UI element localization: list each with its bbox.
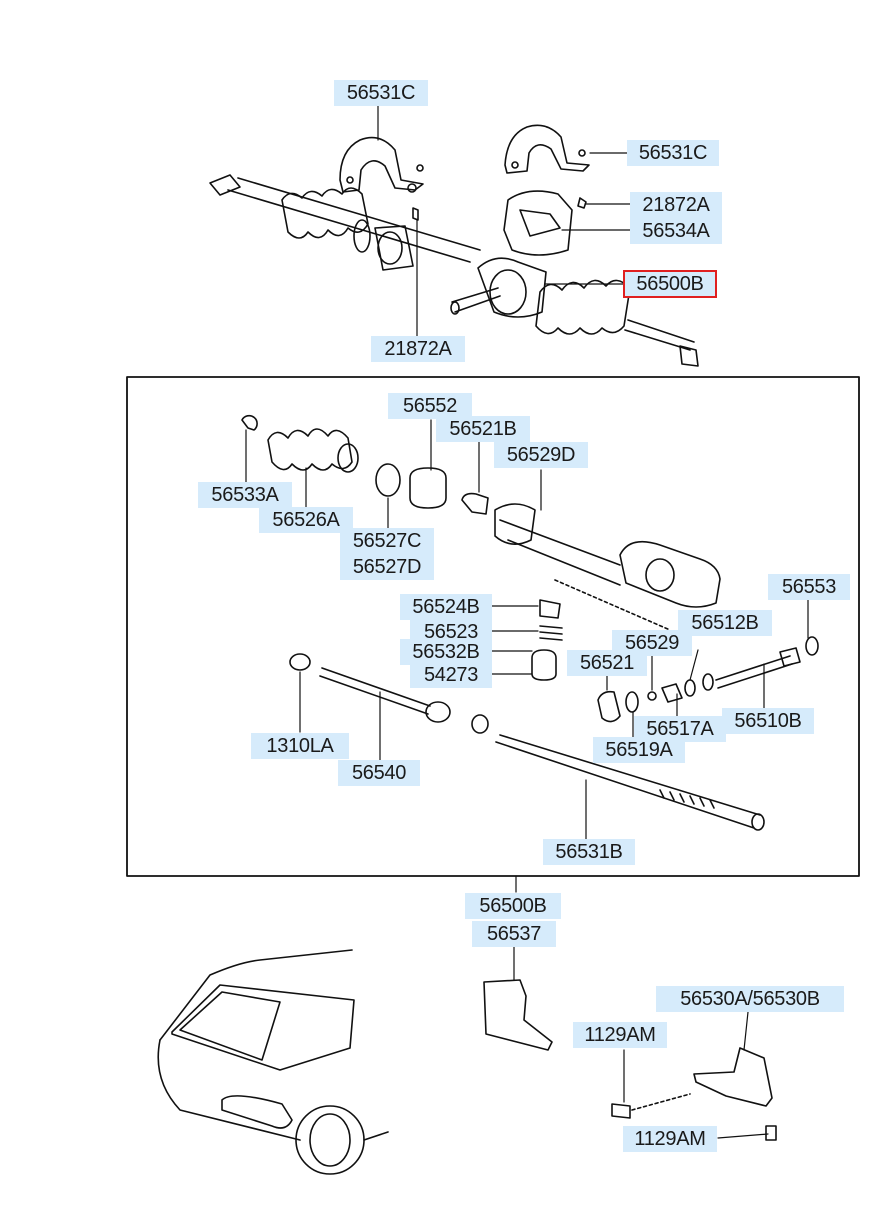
part-label-54273[interactable]: 54273 [410, 662, 492, 688]
vehicle-outline [157, 949, 389, 1175]
top-rack-assembly [209, 105, 699, 367]
part-label-1310la[interactable]: 1310LA [251, 733, 349, 759]
part-label-56521b[interactable]: 56521B [436, 416, 530, 442]
part-label-1129am-bottom[interactable]: 1129AM [623, 1126, 717, 1152]
part-label-56540[interactable]: 56540 [338, 760, 420, 786]
part-label-56510b[interactable]: 56510B [722, 708, 814, 734]
part-label-56521[interactable]: 56521 [567, 650, 647, 676]
bottom-section [157, 875, 777, 1175]
part-label-56532b[interactable]: 56532B [400, 639, 492, 665]
part-label-56512b[interactable]: 56512B [678, 610, 772, 636]
part-label-21872a-bottom[interactable]: 21872A [371, 336, 465, 362]
part-label-56519a[interactable]: 56519A [593, 737, 685, 763]
part-label-56500b-top[interactable]: 56500B [623, 270, 717, 298]
part-label-56533a[interactable]: 56533A [198, 482, 292, 508]
part-label-56530a-56530b[interactable]: 56530A/56530B [656, 986, 844, 1012]
dust-cover [483, 979, 553, 1051]
part-label-56524b[interactable]: 56524B [400, 594, 492, 620]
right-mount-clamp [504, 124, 590, 174]
part-label-56531c-top[interactable]: 56531C [334, 80, 428, 106]
exploded-detail-frame [126, 376, 860, 877]
gear-housing [450, 257, 547, 318]
part-label-56500b-bottom[interactable]: 56500B [465, 893, 561, 919]
part-label-56531b[interactable]: 56531B [543, 839, 635, 865]
mounting-bracket [693, 1047, 773, 1107]
part-label-56527c-56527d[interactable]: 56527C 56527D [340, 528, 434, 580]
part-label-56527c[interactable]: 56527C [352, 530, 422, 552]
left-mount-clamp [339, 136, 424, 193]
mount-bushing [503, 190, 573, 256]
part-label-56529[interactable]: 56529 [612, 630, 692, 656]
part-label-56526a[interactable]: 56526A [259, 507, 353, 533]
part-label-56527d[interactable]: 56527D [352, 556, 422, 578]
part-label-56529d[interactable]: 56529D [494, 442, 588, 468]
part-label-21872a-right[interactable]: 21872A [630, 192, 722, 218]
detail-parts [241, 414, 819, 841]
part-label-56531c-right[interactable]: 56531C [627, 140, 719, 166]
part-label-56552[interactable]: 56552 [388, 393, 472, 419]
part-label-56534a[interactable]: 56534A [630, 218, 722, 244]
left-bellows-boot [281, 187, 371, 253]
part-label-56553[interactable]: 56553 [768, 574, 850, 600]
part-label-1129am-top[interactable]: 1129AM [573, 1022, 667, 1048]
right-bellows-boot [535, 279, 631, 335]
part-label-56537[interactable]: 56537 [472, 921, 556, 947]
